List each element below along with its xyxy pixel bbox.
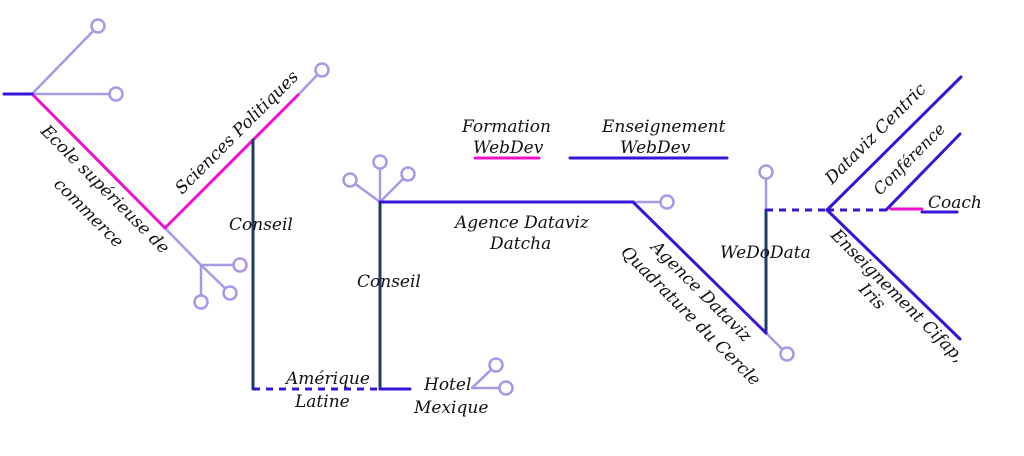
label-hotel-line1: Hotel (423, 375, 471, 395)
line-cifap (825, 208, 962, 341)
node-quadrature (779, 346, 795, 362)
node-conseil2-b (372, 154, 388, 170)
blue-lines (2, 75, 963, 391)
branch-ecole-lower (163, 226, 203, 267)
node-ecole-top-2 (108, 86, 124, 102)
line-conference (884, 132, 962, 212)
label-formation-line1: Formation (461, 117, 551, 137)
label-datcha-line1: Agence Dataviz (453, 213, 590, 233)
dashed-lines (253, 208, 886, 391)
label-quadrature-line2: Quadrature du Cercle (616, 242, 764, 390)
label-amerique-line1: Amérique (284, 369, 370, 389)
node-hotel-b (498, 380, 514, 396)
label-sciences-po: Sciences Politiques (171, 67, 303, 199)
node-ecole-lower-a (232, 257, 248, 273)
branch-ecole-top-1 (30, 24, 100, 96)
label-enseignement-line1: Enseignement (601, 117, 726, 137)
label-amerique-line2: Latine (294, 392, 350, 412)
node-conseil2-c (400, 166, 416, 182)
label-coach: Coach (928, 193, 982, 213)
node-sciences-po (314, 62, 330, 78)
node-ecole-top-1 (90, 18, 106, 34)
label-wedodata: WeDoData (720, 243, 811, 263)
label-cifap-line1: Enseignement Cifap, (826, 225, 968, 367)
end-nodes (90, 18, 795, 396)
navy-lines (251, 138, 768, 391)
node-ecole-lower-b (222, 285, 238, 301)
label-conseil-2: Conseil (357, 272, 421, 292)
node-datcha (659, 194, 675, 210)
label-formation-line2: WebDev (473, 138, 544, 158)
magenta-lines (30, 92, 924, 230)
line-ecole (30, 92, 167, 230)
node-conseil2-a (342, 172, 358, 188)
node-wedodata (758, 164, 774, 180)
label-datcha-line2: Datcha (489, 234, 551, 254)
line-sciences-po (163, 93, 300, 230)
label-enseignement-line2: WebDev (620, 138, 691, 158)
label-hotel-line2: Mexique (413, 398, 488, 418)
node-ecole-lower-c (193, 294, 209, 310)
line-quadrature (631, 200, 768, 335)
line-dataviz-centric (825, 75, 963, 212)
label-dataviz-centric: Dataviz Centric (821, 79, 931, 189)
label-conseil-1: Conseil (229, 215, 293, 235)
node-hotel-a (488, 357, 504, 373)
